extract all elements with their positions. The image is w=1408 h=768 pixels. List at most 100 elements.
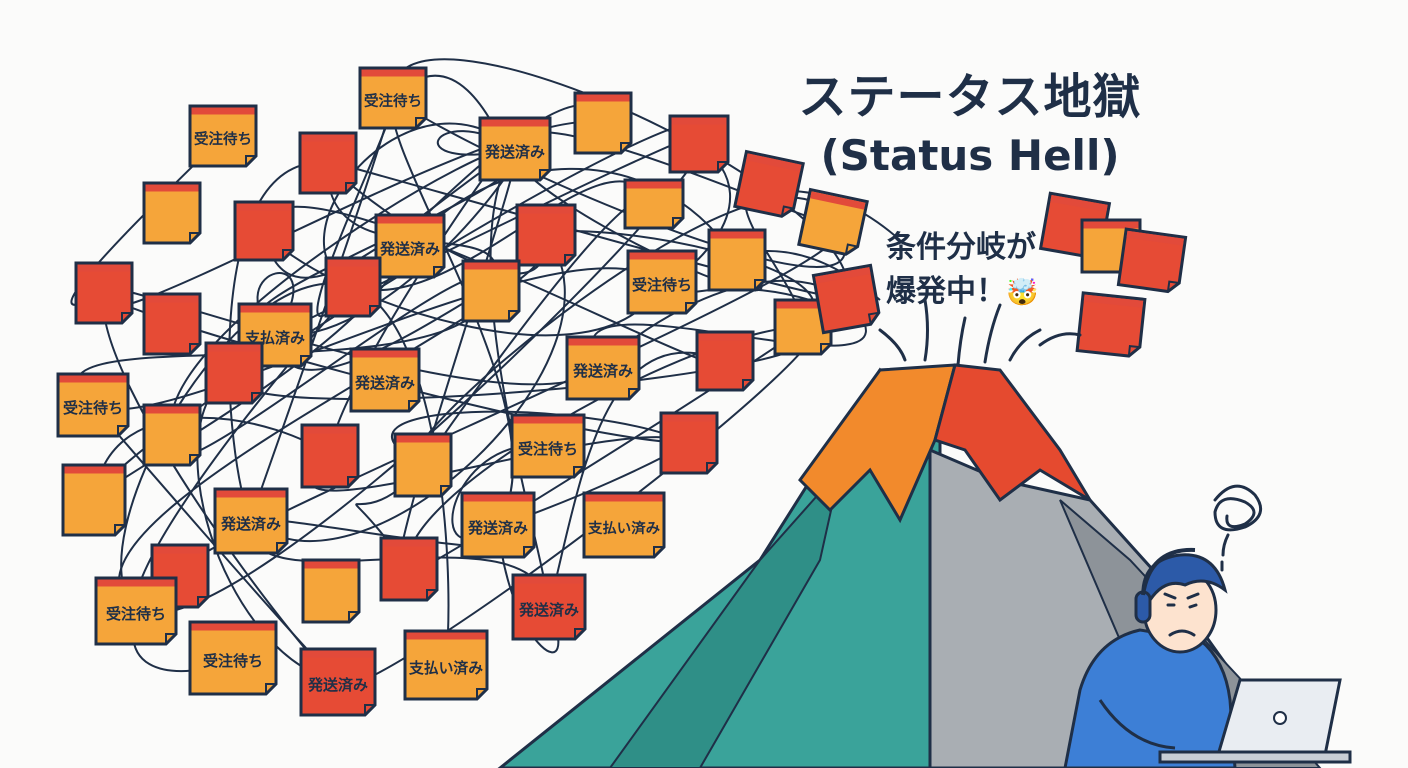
note-tab [302,650,374,658]
eruption-lines [878,298,1082,367]
sticky-note [324,256,382,318]
note-tab [64,466,124,474]
note-label: 受注待ち [632,276,692,294]
note-tab [59,375,127,383]
note-label: 発送済み [354,374,415,392]
sticky-note [233,200,295,262]
note-tab [671,117,727,125]
note-body [1116,227,1188,294]
note-tab [240,305,310,313]
note-fold [564,254,575,265]
sticky-note: 受注待ち [188,104,258,168]
sticky-note: 発送済み [511,573,587,641]
note-fold [348,611,359,622]
note-body [56,372,130,438]
laptop-base [1158,750,1352,764]
note-body [659,411,719,475]
note-label: 発送済み [518,601,579,619]
sticky-note: 発送済み [478,116,552,182]
note-body [573,91,633,155]
note-fold [265,683,276,694]
note-label: 支払い済み [588,519,660,537]
note-fold [251,392,262,403]
note-tab [746,153,802,172]
sticky-note [695,330,755,392]
note-fold [844,243,858,255]
note-tab [1083,294,1144,308]
sticky-note [61,463,127,537]
note-tab [207,344,261,352]
note-body [511,573,587,641]
note-fold [717,161,728,172]
note-body [461,259,521,323]
note-body [299,647,377,717]
note-body [188,104,258,168]
note-tab [352,350,418,358]
note-fold [369,305,380,316]
note-tab [361,69,425,77]
note-fold [189,232,200,243]
note-fold [653,546,664,557]
note-body [349,347,421,413]
connection-line [310,436,690,492]
note-tab [568,338,638,346]
note-fold [347,476,358,487]
note-fold [620,142,631,153]
note-tab [77,264,131,272]
note-fold [433,266,444,277]
note-fold [476,688,487,699]
note-tab [698,333,752,341]
sticky-note [707,228,767,292]
note-fold [523,546,534,557]
sticky-note [1075,291,1147,358]
note-fold [114,524,125,535]
note-label: 発送済み [220,515,281,533]
note-tab [815,267,871,284]
note-body [565,335,641,401]
note-body [142,403,202,467]
note-tab [518,206,574,214]
note-tab [145,184,199,192]
note-tab [396,435,450,443]
stressed-developer [1063,484,1352,768]
sticky-note [773,298,833,356]
note-tab [191,107,255,115]
connection-line [228,161,329,522]
sticky-note [797,187,869,256]
note-fold [300,355,311,366]
sticky-note [573,91,633,155]
title-japanese: ステータス地獄 [798,69,1142,125]
note-fold [672,217,683,228]
sticky-note: 支払い済み [403,629,489,701]
note-body [379,536,439,602]
sticky-note [74,261,134,325]
note-fold [282,249,293,260]
sticky-note: 受注待ち [510,413,586,479]
note-tab [481,119,549,127]
note-body [668,114,730,174]
connection-line [409,167,738,261]
connection-line [250,234,566,543]
note-body [213,487,289,555]
sticky-note: 発送済み [374,213,446,279]
sticky-note [300,423,360,489]
note-body [478,116,552,182]
note-tab [776,301,830,309]
sticky-note: 受注待ち [358,66,428,130]
note-fold [867,311,880,325]
sticky-note [301,558,361,624]
note-fold [189,343,200,354]
page-title: ステータス地獄 (Status Hell) [790,66,1150,184]
note-body [94,576,178,646]
callout-line-1: 条件分岐が [886,230,1036,265]
note-fold [573,466,584,477]
sticky-note [811,263,881,335]
note-body [61,463,127,537]
note-body [393,432,453,498]
sticky-note [142,181,202,245]
sticky-note: 受注待ち [56,372,130,438]
note-body [460,491,536,559]
note-body [301,558,361,624]
sticky-note [461,259,521,323]
sticky-note: 発送済み [565,335,641,401]
